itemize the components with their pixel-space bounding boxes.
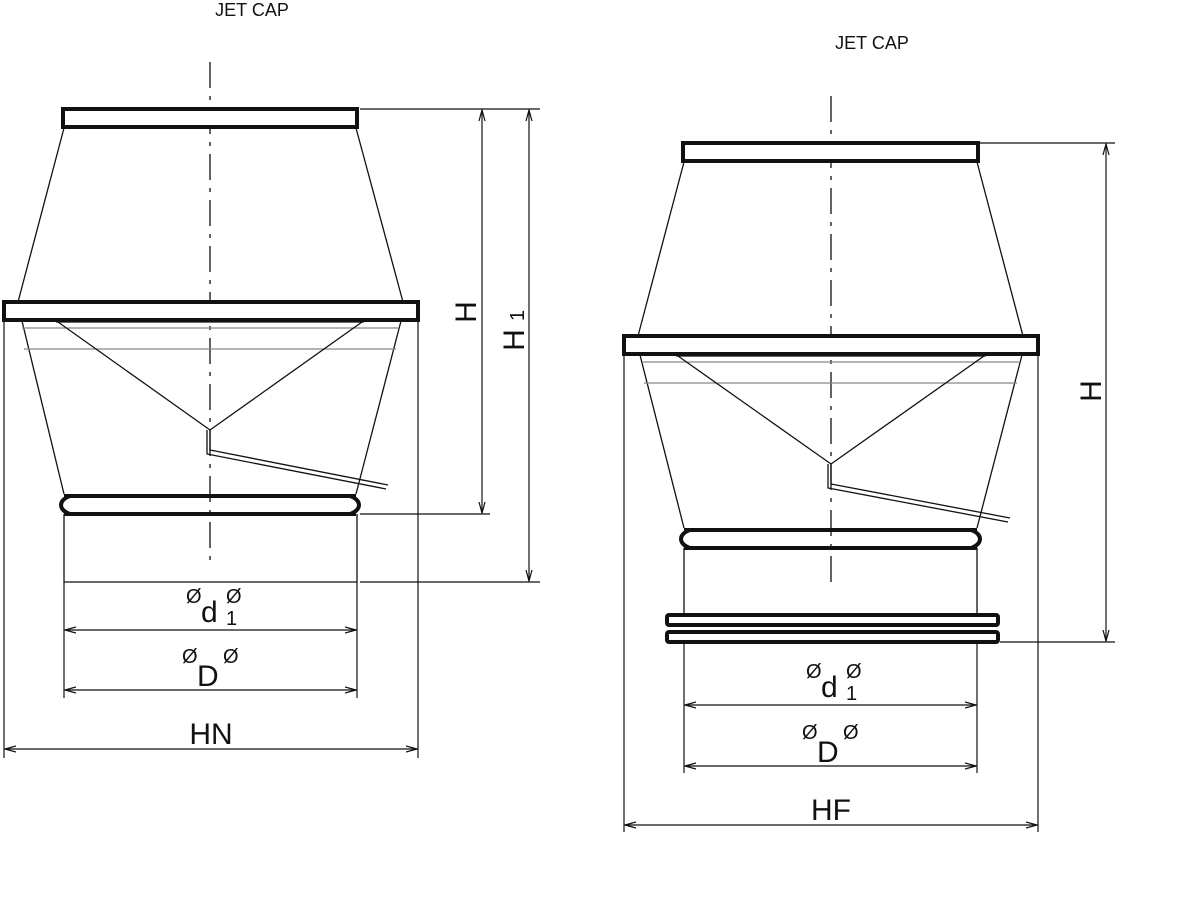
right-dim-D-dia-a: Ø [802,722,818,744]
left-dim-h1-label: H 1 [498,310,531,351]
right-collar-bead-left [679,528,691,550]
left-middle-flange [2,300,420,322]
right-upper-cone-right [976,161,1024,337]
right-dim-d1-main: d [821,671,838,704]
left-upper-cone-left [17,127,65,303]
left-dim-D-dia-a: Ø [182,646,198,668]
left-dim-d1-dia-b: Ø [226,586,242,608]
right-lower-cone-right [976,354,1023,529]
right-jet-cap-drawing: JET CAP [622,33,1115,832]
left-drain-pipe [209,430,389,486]
left-dim-d1-sub: 1 [226,608,237,630]
left-upper-cone-right [355,127,404,303]
left-bottom-collar [59,494,361,516]
left-collar-bead-left [59,494,71,516]
left-collar-bead-right [349,494,361,516]
left-dim-h1-sub: 1 [507,310,529,321]
right-dim-d1-dia-b: Ø [846,661,862,683]
right-collar-bead-right [970,528,982,550]
right-dim-D-main: D [817,736,839,769]
left-dim-D-dia-b: Ø [223,646,239,668]
right-dim-d1-dia-a: Ø [806,661,822,683]
left-dim-D-main: D [197,660,219,693]
right-lower-cone-left [639,354,685,529]
right-title: JET CAP [835,33,909,53]
left-lower-cone-right [355,320,402,495]
right-upper-cone-left [637,161,685,337]
right-top-flange [681,141,980,163]
right-bottom-collar [679,528,982,550]
right-dim-h-label: H [1075,380,1108,402]
left-dim-d1-dia-a: Ø [186,586,202,608]
left-dim-hn-label: HN [189,718,232,751]
left-dim-h-label: H [450,301,483,323]
left-dim-d1-main: d [201,596,218,629]
left-dim-h1-main: H [498,329,531,351]
right-drain-pipe [830,464,1011,519]
left-lower-cone-left [21,320,65,495]
right-bottom-flange-1 [665,613,1000,627]
right-drain-pipe-inner [827,464,1009,523]
right-dim-d1-sub: 1 [846,683,857,705]
left-title: JET CAP [215,0,289,20]
right-dim-D-dia-b: Ø [843,722,859,744]
right-bottom-flange-2 [665,630,1000,644]
right-middle-flange [622,334,1040,356]
right-dim-hf-label: HF [811,794,851,827]
left-drain-pipe-inner [206,430,387,490]
left-top-flange [61,107,359,129]
left-jet-cap-drawing: JET CAP [2,0,540,758]
